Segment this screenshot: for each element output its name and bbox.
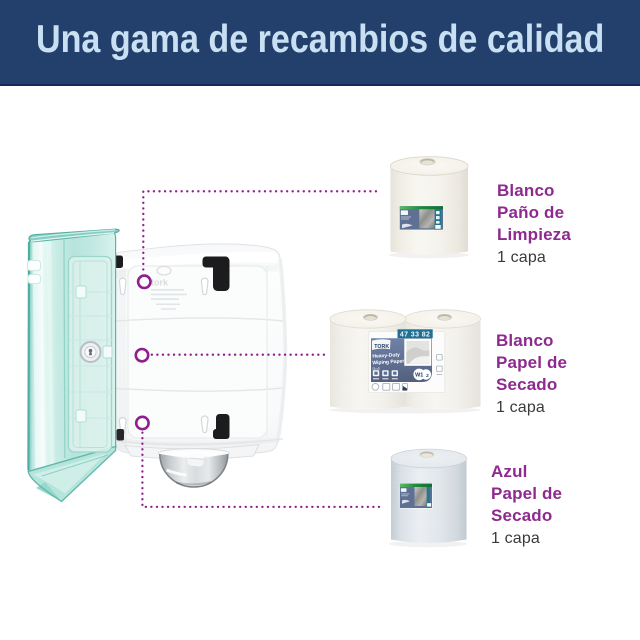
svg-text:Roll: Roll: [372, 366, 380, 371]
svg-text:Wiping Paper: Wiping Paper: [372, 358, 404, 366]
svg-text:tork: tork: [151, 278, 169, 288]
svg-text:2: 2: [426, 373, 429, 379]
svg-text:Heavy-Duty: Heavy-Duty: [372, 352, 400, 360]
svg-text:47 33 82: 47 33 82: [400, 332, 430, 339]
svg-text:TORK: TORK: [374, 344, 389, 350]
svg-text:W1: W1: [415, 373, 423, 379]
